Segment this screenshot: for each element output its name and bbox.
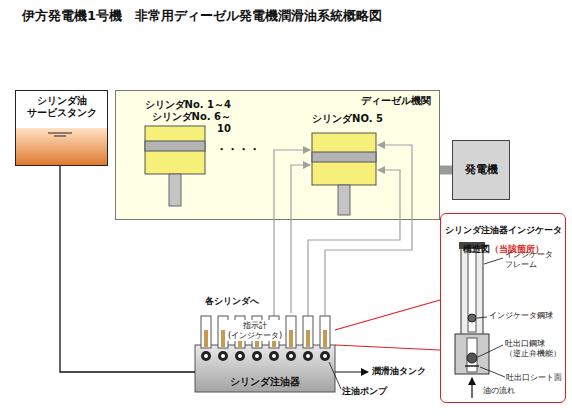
oiler-body [195,345,335,392]
indicator-tube [269,316,279,348]
pump-center [238,354,242,358]
leader-line [329,362,341,389]
tank-oil [16,128,107,165]
tube-oil [272,330,276,347]
indicator-tube [201,316,211,348]
tank-box: シリンダ油 サービスタンク [15,90,108,166]
pump-center [221,354,225,358]
cylinder-5: シリンダNO. 5 [310,112,383,208]
shaft [440,166,452,175]
pump [320,351,330,361]
tube-oil [255,330,259,347]
pump-center [323,354,327,358]
leader-line [480,367,505,377]
flow-arrow [471,378,472,398]
leader-line [484,258,503,264]
pump-label: 注油ポンプ [342,386,402,397]
pump [235,351,245,361]
tube-oil [306,330,310,347]
indicator-tube [286,316,296,348]
piston [145,141,205,151]
part-label: インジケータ鋼球 [489,311,561,321]
pump-center [204,354,208,358]
engine-box: ディーゼル機関シリンダNo. 1～4 シリンダNo. 6～10シリンダNO. 5 [115,90,440,220]
cylinder [145,126,205,174]
tube-oil [238,330,242,347]
note-label: 各シリンダへ [205,296,285,307]
indicator-tube [218,316,228,348]
cylinder-label: シリンダNo. 1～4 シリンダNo. 6～10 [138,99,231,135]
callout-leader [335,345,440,350]
indicator-tube [303,316,313,348]
tube-oil [204,330,208,347]
indicator-label: 指示計 (インジケータ) [226,320,284,341]
outlet-bore [467,338,477,372]
indicator-tube [252,316,262,348]
indicator-frame [461,246,483,336]
part-label: 吐出口シート面 [506,373,566,383]
outlet-seat [465,365,479,367]
tank-label: シリンダ油 サービスタンク [18,95,105,119]
piston-rod [169,174,181,206]
pump [252,351,262,361]
part-label: 吐出口鋼球 （逆止弁機能） [505,339,565,358]
generator-box: 発電機 [452,140,510,200]
oil-level-mark [48,133,72,134]
pump [218,351,228,361]
indicator-tube [320,316,330,348]
pump-group [201,351,330,361]
tube-oil [289,330,293,347]
generator-label: 発電機 [465,163,498,176]
pump-center [289,354,293,358]
outlet-ball [467,353,477,363]
pump-center [255,354,259,358]
outlet-body [455,334,489,374]
indicator-tube [235,316,245,348]
oil-line [308,170,400,316]
ellipsis: ・・・・ [216,143,276,156]
supply-line [60,166,195,372]
cylinder-label: シリンダNO. 5 [312,113,383,125]
leader-line [478,345,503,357]
pump-center [272,354,276,358]
indicator-tubes [201,316,330,348]
piston-rod [338,185,350,215]
cylinder [312,133,376,185]
callout-leader [335,300,440,330]
oil-level-mark [54,136,66,137]
oiler-label: シリンダ注油器 [230,376,300,388]
piston [312,152,376,162]
indicator-cap [459,242,485,249]
destination-label: 潤滑油タンク [372,366,442,377]
pump [286,351,296,361]
pump-center [306,354,310,358]
part-label: インジケータ フレーム [505,250,559,269]
pump [201,351,211,361]
indicator-ball [468,314,476,322]
oil-line [325,145,412,316]
oil-line [291,165,310,313]
indicator-bore [468,252,476,332]
diagram-title: 伊方発電機1号機 非常用ディーゼル発電機潤滑油系統概略図 [22,8,382,24]
pump [303,351,313,361]
tube-oil [323,330,327,347]
leader-line [477,317,487,318]
outflow-arrow [335,371,368,372]
tube-oil-group [204,330,327,347]
tube-oil [221,330,225,347]
oil-line [274,150,310,316]
pump [269,351,279,361]
part-label: 油の流れ [483,386,523,396]
